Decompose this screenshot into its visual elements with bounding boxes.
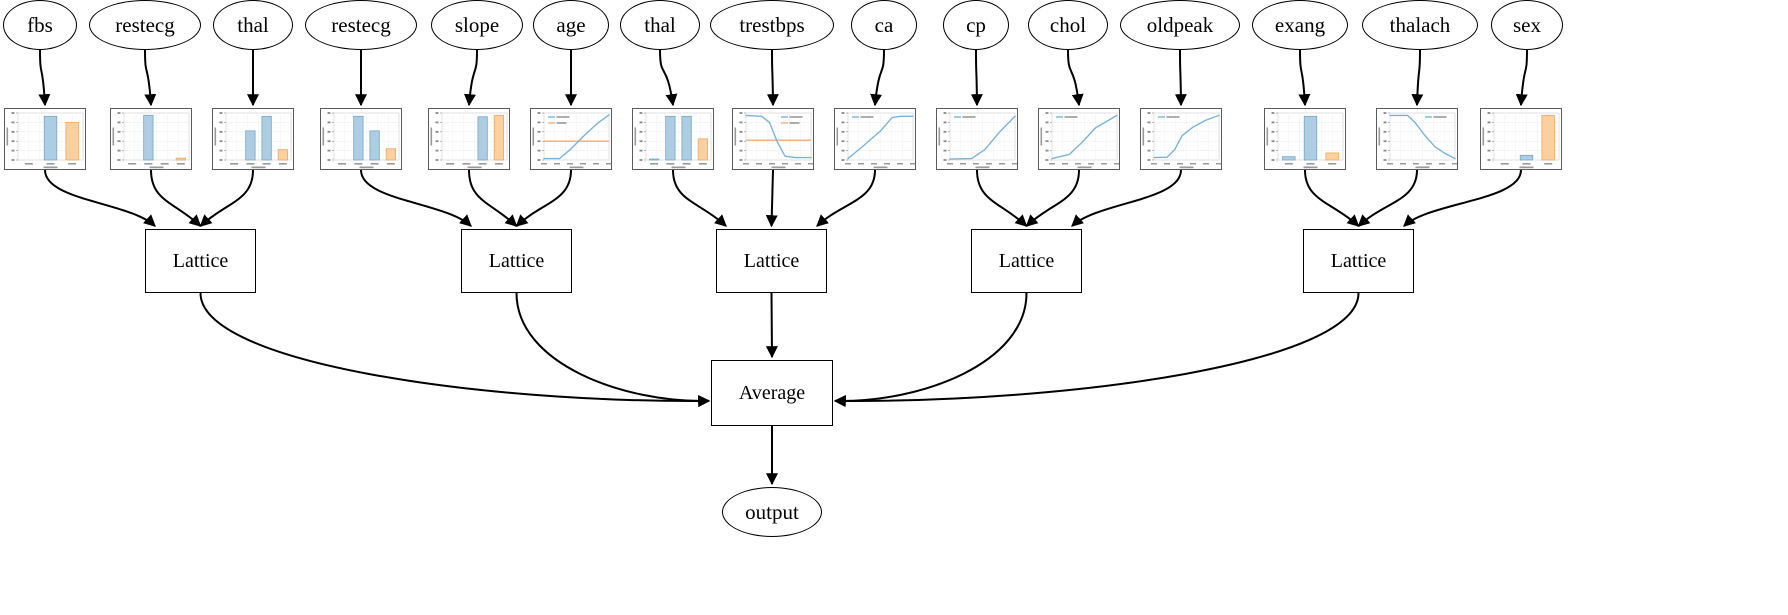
- node-label: thal: [644, 12, 676, 37]
- feature-node-thal[interactable]: thal: [213, 0, 293, 50]
- node-label: fbs: [27, 12, 53, 37]
- edge: [468, 169, 518, 227]
- feature-node-fbs[interactable]: fbs: [3, 0, 77, 50]
- node-label: restecg: [331, 12, 391, 37]
- feature-node-chol[interactable]: chol: [1028, 0, 1108, 50]
- edge: [970, 49, 983, 107]
- node-label: trestbps: [739, 12, 805, 37]
- node-label: Lattice: [488, 249, 545, 272]
- edge: [766, 49, 779, 107]
- feature-node-sex[interactable]: sex: [1491, 0, 1563, 50]
- edge: [976, 169, 1028, 227]
- node-label: cp: [966, 12, 986, 37]
- average-node[interactable]: Average: [711, 360, 833, 426]
- edge: [833, 292, 1028, 408]
- node-label: chol: [1049, 12, 1087, 37]
- edge: [1174, 49, 1187, 107]
- output-node[interactable]: output: [722, 487, 822, 537]
- edge: [816, 169, 876, 227]
- calibrator-plot-thal: [212, 108, 294, 170]
- edge: [199, 169, 254, 227]
- calibrator-plot-cp: [936, 108, 1018, 170]
- edge: [1298, 49, 1311, 107]
- feature-node-thal[interactable]: thal: [620, 0, 700, 50]
- calibrator-plot-ca: [834, 108, 916, 170]
- edge: [1071, 169, 1182, 227]
- calibrator-plot-chol: [1038, 108, 1120, 170]
- node-label: slope: [454, 12, 500, 37]
- node-label: output: [745, 499, 799, 524]
- edge: [360, 169, 472, 227]
- node-label: age: [556, 12, 586, 37]
- lattice-node-2[interactable]: Lattice: [716, 229, 827, 293]
- edge: [1403, 169, 1522, 227]
- node-label: restecg: [115, 12, 175, 37]
- node-label: thalach: [1389, 12, 1451, 37]
- node-label: Lattice: [1330, 249, 1387, 272]
- calibrator-plot-sex: [1480, 108, 1562, 170]
- edge: [870, 49, 885, 107]
- node-label: Lattice: [172, 249, 229, 272]
- edge: [672, 169, 727, 227]
- node-label: sex: [1513, 12, 1541, 37]
- feature-node-thalach[interactable]: thalach: [1362, 0, 1478, 50]
- lattice-node-0[interactable]: Lattice: [145, 229, 256, 293]
- lattice-node-3[interactable]: Lattice: [971, 229, 1082, 293]
- edge: [1304, 169, 1360, 227]
- feature-node-restecg[interactable]: restecg: [305, 0, 417, 50]
- edge: [515, 169, 572, 227]
- feature-node-exang[interactable]: exang: [1252, 0, 1348, 50]
- node-label: Lattice: [743, 249, 800, 272]
- edge: [1411, 49, 1424, 107]
- feature-node-restecg[interactable]: restecg: [89, 0, 201, 50]
- node-label: Lattice: [998, 249, 1055, 272]
- edge: [1357, 169, 1418, 227]
- edge: [150, 169, 202, 227]
- edge: [765, 169, 778, 228]
- edge: [463, 49, 478, 107]
- feature-node-oldpeak[interactable]: oldpeak: [1120, 0, 1240, 50]
- feature-node-slope[interactable]: slope: [431, 0, 523, 50]
- calibrator-plot-trestbps: [732, 108, 814, 170]
- edge: [1067, 49, 1084, 107]
- edge: [44, 169, 156, 227]
- edge: [659, 49, 678, 107]
- calibrator-plot-age: [530, 108, 612, 170]
- edge: [515, 292, 711, 408]
- feature-node-cp[interactable]: cp: [943, 0, 1009, 50]
- calibrator-plot-thalach: [1376, 108, 1458, 170]
- node-label: thal: [237, 12, 269, 37]
- node-label: Average: [738, 381, 806, 404]
- edge: [1025, 169, 1080, 227]
- edge: [144, 49, 157, 107]
- lattice-node-4[interactable]: Lattice: [1303, 229, 1414, 293]
- edge: [1515, 49, 1528, 107]
- feature-node-trestbps[interactable]: trestbps: [710, 0, 834, 50]
- node-label: ca: [874, 12, 894, 37]
- feature-node-age[interactable]: age: [533, 0, 609, 50]
- calibrator-plot-slope: [428, 108, 510, 170]
- calibrator-plot-restecg: [320, 108, 402, 170]
- calibrator-plot-restecg: [110, 108, 192, 170]
- calibrator-plot-oldpeak: [1140, 108, 1222, 170]
- edge: [199, 292, 711, 408]
- node-label: oldpeak: [1146, 12, 1214, 37]
- calibrator-plot-fbs: [4, 108, 86, 170]
- edge: [38, 49, 51, 107]
- lattice-node-1[interactable]: Lattice: [461, 229, 572, 293]
- calibrator-plot-exang: [1264, 108, 1346, 170]
- feature-node-ca[interactable]: ca: [851, 0, 917, 50]
- edge: [833, 292, 1360, 408]
- node-label: exang: [1274, 12, 1326, 37]
- edge: [765, 292, 778, 359]
- calibrator-plot-thal: [632, 108, 714, 170]
